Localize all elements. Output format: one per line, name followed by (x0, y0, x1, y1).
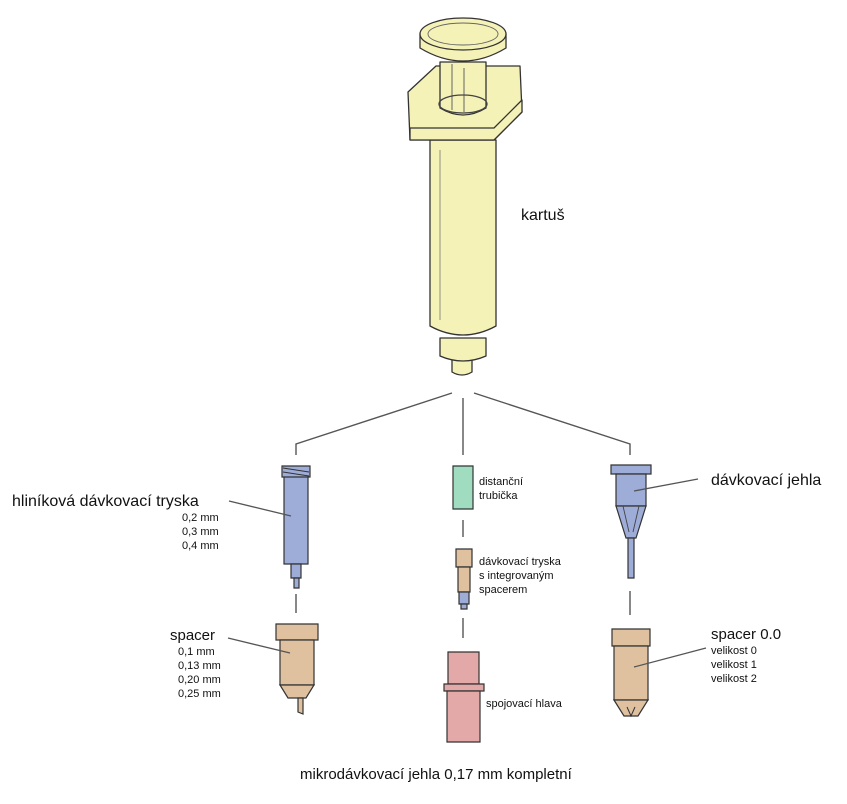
nozzle-with-spacer-label-line: dávkovací tryska (479, 556, 561, 568)
spacer-tube-label: distanční trubička (479, 475, 523, 503)
cartridge-illustration (407, 17, 523, 376)
dispensing-needle-title: dávkovací jehla (711, 472, 822, 489)
nozzle-size-item: 0,3 mm (182, 526, 219, 538)
nozzle-with-spacer-label: dávkovací tryska s integrovaným spacerem (479, 555, 561, 597)
spacer-right (611, 628, 651, 718)
spacer-left-title: spacer (170, 627, 216, 644)
spacer-size-item: velikost 2 (711, 673, 757, 685)
nozzle-with-spacer (455, 548, 473, 610)
nozzle-with-spacer-label-line: spacerem (479, 584, 528, 596)
spacer-right-title: spacer 0.0 (711, 626, 782, 643)
spacer-tube-label-line: distanční (479, 476, 524, 488)
spacer-size-item: 0,25 mm (178, 688, 221, 700)
nozzle-size-item: 0,2 mm (182, 512, 219, 524)
dispensing-needle (610, 464, 652, 579)
spacer-tube-label-line: trubička (479, 490, 518, 502)
nozzle-with-spacer-label-line: s integrovaným (479, 570, 554, 582)
spacer-right-sizes: velikost 0 velikost 1 velikost 2 (711, 644, 757, 686)
spacer-size-item: 0,20 mm (178, 674, 221, 686)
diagram-caption: mikrodávkovací jehla 0,17 mm kompletní (300, 766, 572, 783)
spacer-left-sizes: 0,1 mm 0,13 mm 0,20 mm 0,25 mm (178, 645, 221, 701)
spacer-size-item: 0,1 mm (178, 646, 215, 658)
spacer-left (275, 623, 319, 715)
spacer-size-item: velikost 1 (711, 659, 757, 671)
aluminium-nozzle-title: hliníková dávkovací tryska (12, 493, 199, 510)
leader-lines (227, 478, 707, 668)
cartridge-label: kartuš (521, 207, 565, 224)
connection-head (443, 651, 485, 743)
spacer-tube (452, 465, 474, 510)
aluminium-nozzle-sizes: 0,2 mm 0,3 mm 0,4 mm (182, 511, 219, 553)
spacer-size-item: velikost 0 (711, 645, 757, 657)
spacer-size-item: 0,13 mm (178, 660, 221, 672)
connector-lines (295, 392, 631, 638)
connection-head-label: spojovací hlava (486, 698, 562, 710)
nozzle-size-item: 0,4 mm (182, 540, 219, 552)
aluminium-nozzle (281, 465, 311, 589)
